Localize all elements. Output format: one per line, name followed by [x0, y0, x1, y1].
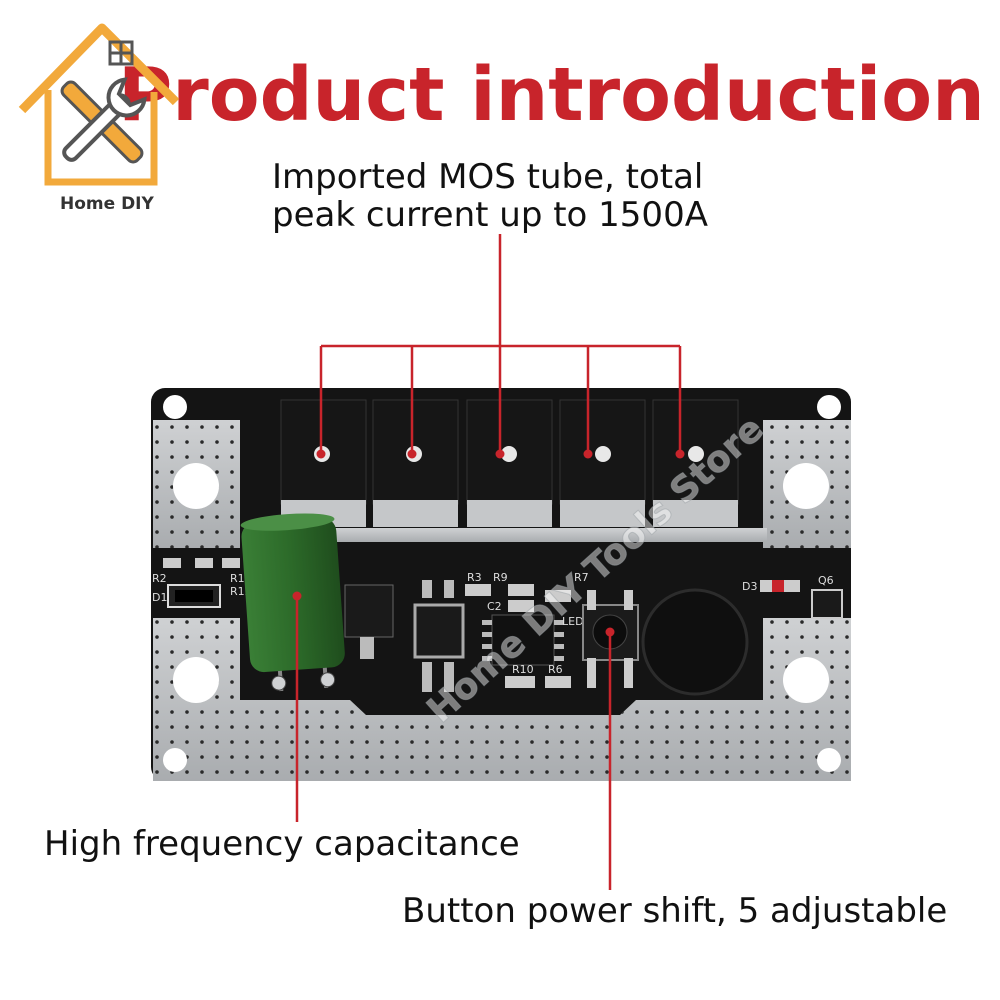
r9-label: R9 — [493, 571, 508, 584]
callout-lines — [295, 234, 682, 890]
r10-label: R10 — [512, 663, 534, 676]
r3-label: R3 — [467, 571, 482, 584]
mos-tube-4 — [559, 399, 646, 527]
buzzer-component — [641, 588, 749, 696]
d1-label: D1 — [152, 591, 167, 604]
led-label: LED — [562, 615, 584, 628]
mos-tube-2 — [372, 399, 459, 527]
d3-label: D3 — [742, 580, 757, 593]
page-title: Product introduction — [118, 52, 985, 138]
capacitor-callout: High frequency capacitance — [44, 824, 520, 864]
button-callout: Button power shift, 5 adjustable — [402, 891, 948, 931]
r7-label: R7 — [574, 571, 589, 584]
mos-tube-1 — [280, 399, 367, 527]
house-wrench-icon — [18, 23, 180, 186]
logo-text: Home DIY — [60, 194, 154, 214]
capacitor-component — [240, 513, 345, 692]
r2-label: R2 — [152, 572, 167, 585]
r6-label: R6 — [548, 663, 563, 676]
q6-label: Q6 — [818, 574, 834, 587]
c2-label: C2 — [487, 600, 502, 613]
pcb-board-illustration: R2 D1 R11 R12 R3 R9 C2 R7 LED R10 R6 D3 … — [151, 234, 851, 890]
mos-callout-line-1: Imported MOS tube, total — [272, 157, 704, 197]
mos-tube-5 — [652, 399, 739, 527]
mos-callout: Imported MOS tube, total peak current up… — [272, 158, 708, 234]
mos-tube-3 — [466, 399, 553, 527]
mos-callout-line-2: peak current up to 1500A — [272, 195, 708, 235]
